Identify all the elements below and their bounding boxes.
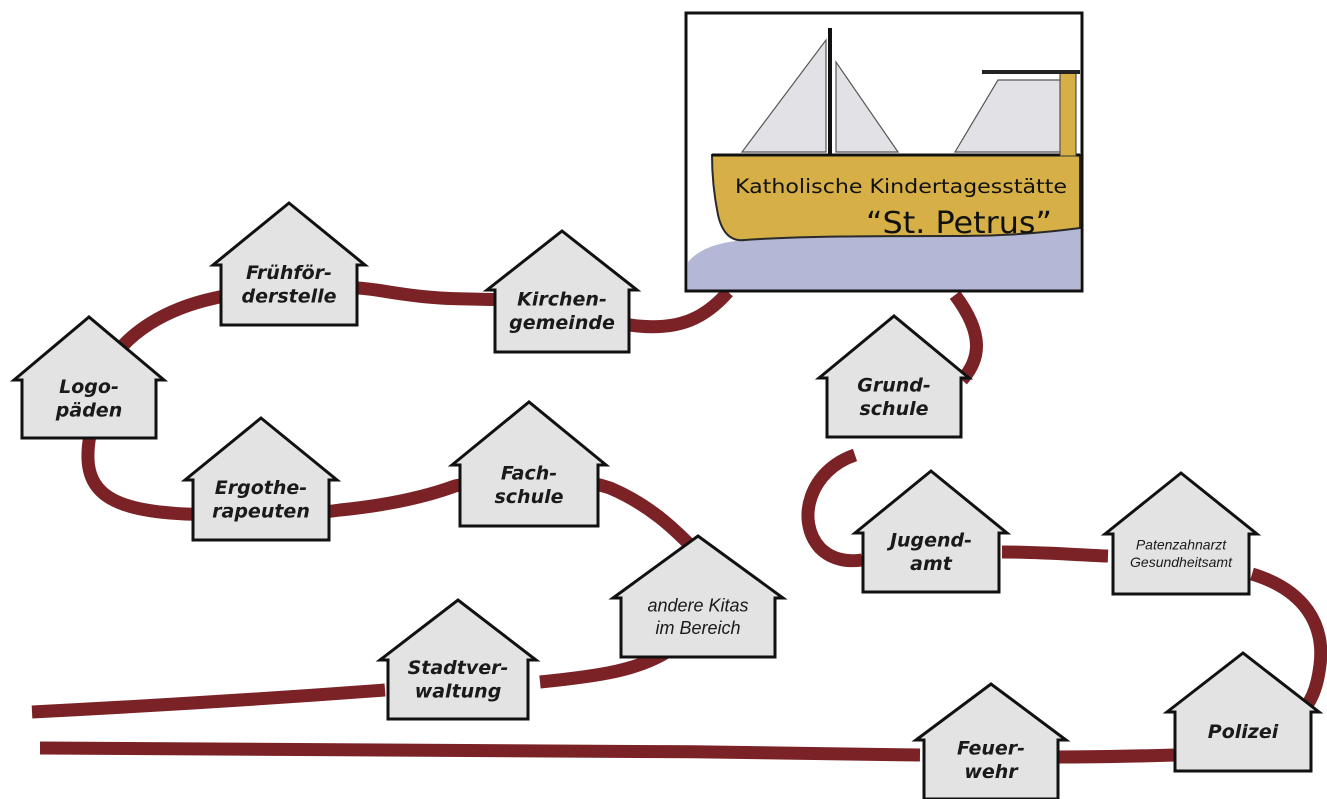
house-label-line: Patenzahnarzt xyxy=(1136,536,1227,552)
house-shape xyxy=(208,201,370,327)
house-label-line: Jugend- xyxy=(886,529,972,551)
road-jugend-to-paten xyxy=(1001,545,1109,563)
road-right-top xyxy=(949,291,983,385)
house-shape xyxy=(911,682,1071,799)
house-label-line: Polizei xyxy=(1208,721,1279,743)
house-feuerwehr: Feuer-wehr xyxy=(911,682,1071,799)
road-paten-to-polizei xyxy=(1250,567,1327,720)
house-label-line: schule xyxy=(859,398,928,420)
road-grund-to-jugend xyxy=(801,448,863,568)
house-label-line: Feuer- xyxy=(957,737,1025,759)
kita-st-petrus-picture: Katholische Kindertagesstätte “St. Petru… xyxy=(684,11,1084,293)
sail-cabin xyxy=(953,79,1061,153)
house-label-line: wehr xyxy=(964,761,1019,783)
house-fruehfoerderstelle: Frühför-derstelle xyxy=(208,201,370,327)
sail-left xyxy=(740,38,827,153)
house-label-line: päden xyxy=(55,400,122,422)
house-label-line: schule xyxy=(494,486,563,508)
house-shape xyxy=(1100,471,1262,596)
house-label-line: derstelle xyxy=(241,286,336,308)
road-feuer-to-polizei xyxy=(1054,748,1176,764)
house-label-line: Fach- xyxy=(501,462,557,484)
house-label-line: amt xyxy=(910,553,953,575)
house-fachschule: Fach-schule xyxy=(447,400,611,528)
house-shape xyxy=(180,416,342,542)
road-bottom-long xyxy=(39,741,921,762)
house-polizei: Polizei xyxy=(1162,651,1324,773)
house-shape xyxy=(814,314,974,439)
house-label-line: rapeuten xyxy=(212,501,310,523)
road-upper-left xyxy=(109,280,733,360)
house-logopaeden: Logo-päden xyxy=(9,315,169,440)
kita-name-line1: Katholische Kindertagesstätte xyxy=(735,175,1067,198)
water xyxy=(688,228,1080,290)
house-label-line: Kirchen- xyxy=(517,288,607,310)
roads xyxy=(31,280,1327,764)
house-label-line: Logo- xyxy=(59,376,119,398)
house-label-line: Stadtver- xyxy=(408,657,509,679)
house-label-line: im Bereich xyxy=(655,618,740,638)
house-shape xyxy=(1162,651,1324,773)
house-grundschule: Grund-schule xyxy=(814,314,974,439)
house-label-line: Ergothe- xyxy=(215,477,307,499)
house-stadtverwaltung: Stadtver-waltung xyxy=(375,598,541,721)
road-left-loop xyxy=(81,433,695,550)
house-shape xyxy=(482,229,642,354)
kita-frame-border xyxy=(684,11,1084,293)
house-jugendamt: Jugend-amt xyxy=(850,469,1012,594)
house-shape xyxy=(9,315,169,440)
kita-name-line2: “St. Petrus” xyxy=(866,206,1052,241)
house-shape xyxy=(375,598,541,721)
house-label-line: Frühför- xyxy=(246,262,332,284)
house-shape xyxy=(850,469,1012,594)
house-label-line: gemeinde xyxy=(509,312,615,334)
boat-hull xyxy=(710,154,1081,242)
house-label-line: andere Kitas xyxy=(647,596,748,616)
house-label-line: waltung xyxy=(415,681,502,703)
house-label-line: Gesundheitsamt xyxy=(1130,554,1233,570)
road-stadt-to-edge xyxy=(31,683,386,719)
sail-right xyxy=(835,60,900,153)
house-ergotherapeuten: Ergothe-rapeuten xyxy=(180,416,342,542)
house-shape xyxy=(447,400,611,528)
boat-cabin-post xyxy=(1059,71,1077,157)
house-kirchengemeinde: Kirchen-gemeinde xyxy=(482,229,642,354)
house-shape xyxy=(608,534,788,659)
house-label-line: Grund- xyxy=(857,374,931,396)
